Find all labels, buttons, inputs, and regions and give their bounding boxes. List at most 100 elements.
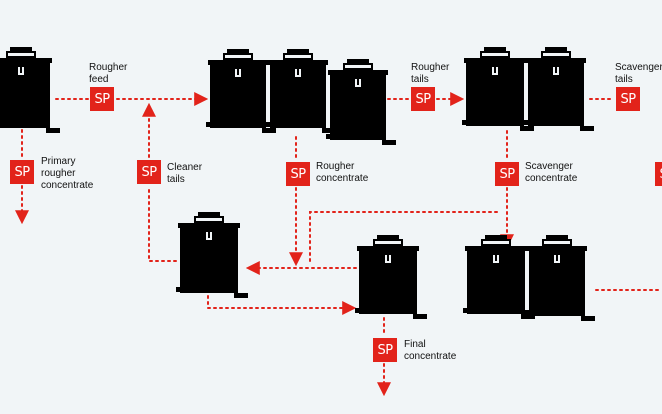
tank-lid	[328, 70, 388, 75]
tank-outlet	[176, 287, 182, 292]
label-primary-rougher-concentrate: Primary rougher concentrate	[41, 156, 94, 191]
label-final-concentrate: Final concentrate	[404, 339, 457, 362]
tank-outlet	[326, 134, 332, 139]
tank-lid	[527, 246, 587, 251]
tank-cap	[545, 47, 567, 51]
sp-final-concentrate: SP	[373, 338, 397, 362]
tank-body	[0, 63, 50, 128]
sp-rougher-tails: SP	[411, 87, 435, 111]
tank-discharge	[46, 128, 60, 133]
tank-cap-housing	[542, 239, 572, 246]
tank-notch	[492, 67, 498, 75]
tank-discharge	[580, 126, 594, 131]
rougher-tank-3	[326, 59, 396, 145]
rougher-tank-1	[206, 49, 276, 133]
tank-outlet	[355, 308, 361, 313]
tank-cap	[347, 59, 369, 63]
scavenger-cleaner-tank-1	[463, 235, 535, 319]
tank-notch	[295, 69, 301, 77]
label-scavenger-tails: Scavenger tails	[615, 62, 662, 85]
tank-lid	[208, 60, 268, 65]
tank-cap-housing	[373, 239, 403, 246]
tank-lid	[268, 60, 328, 65]
tank-lid	[357, 246, 419, 251]
label-scavenger-concentrate: Scavenger concentrate	[525, 161, 578, 184]
tank-lid	[178, 223, 240, 228]
tank-notch	[385, 255, 391, 263]
arrow-cleaner-to-final	[207, 289, 357, 315]
tank-cap-housing	[480, 51, 510, 58]
tank-cap	[484, 47, 506, 51]
tank-body	[330, 75, 386, 140]
tank-body	[270, 65, 326, 128]
tank-cap	[227, 49, 249, 53]
sp-cleaner-tails: SP	[137, 160, 161, 184]
tank-lid	[0, 58, 52, 63]
scavenger-cleaner-tank-2	[525, 235, 595, 321]
tank-cap-housing	[194, 216, 224, 223]
tank-body	[210, 65, 266, 128]
tank-outlet	[462, 120, 468, 125]
scavenger-tank-1	[462, 47, 534, 131]
cleaner-tank	[176, 212, 248, 298]
label-rougher-feed: Rougher feed	[89, 62, 128, 85]
sp-rougher-feed: SP	[90, 87, 114, 111]
tank-cap	[287, 49, 309, 53]
tank-notch	[235, 69, 241, 77]
tank-outlet	[463, 308, 469, 313]
tank-lid	[465, 246, 527, 251]
tank-lid	[526, 58, 586, 63]
tank-outlet	[524, 120, 530, 125]
scavenger-tank-2	[524, 47, 594, 131]
tank-outlet	[206, 122, 212, 127]
tank-cap	[546, 235, 568, 239]
tank-cap	[10, 47, 32, 51]
final-cleaner-tank	[355, 235, 427, 319]
rougher-tank-2	[266, 49, 336, 133]
tank-body	[467, 251, 525, 314]
tank-discharge	[234, 293, 248, 298]
arrow-recycle	[309, 211, 498, 263]
tank-cap-housing	[223, 53, 253, 60]
sp-scavenger-tails: SP	[616, 87, 640, 111]
tank-body	[180, 228, 238, 293]
label-rougher-tails: Rougher tails	[411, 62, 450, 85]
arrow-cleaner-to-tails	[148, 186, 177, 262]
tank-body	[359, 251, 417, 314]
tank-discharge	[322, 128, 336, 133]
tank-notch	[554, 255, 560, 263]
tank-discharge	[581, 316, 595, 321]
sp-scavenger-concentrate: SP	[495, 162, 519, 186]
tank-notch	[206, 232, 212, 240]
tank-cap-housing	[481, 239, 511, 246]
tank-cap-housing	[343, 63, 373, 70]
tank-outlet	[525, 310, 531, 315]
tank-notch	[355, 79, 361, 87]
tank-body	[529, 251, 585, 316]
tank-cap-housing	[6, 51, 36, 58]
tank-cap	[377, 235, 399, 239]
tank-notch	[18, 67, 24, 75]
label-rougher-concentrate: Rougher concentrate	[316, 161, 369, 184]
tank-discharge	[521, 314, 535, 319]
sp-primary-rougher-concentrate: SP	[10, 160, 34, 184]
tank-notch	[553, 67, 559, 75]
label-cleaner-tails: Cleaner tails	[167, 162, 203, 185]
tank-cap-housing	[541, 51, 571, 58]
sp-rougher-concentrate: SP	[286, 162, 310, 186]
tank-cap-housing	[283, 53, 313, 60]
tank-outlet	[266, 122, 272, 127]
sp-scavenger-edge: SP	[655, 162, 662, 186]
tank-discharge	[382, 140, 396, 145]
primary-rougher-tank	[0, 47, 60, 133]
tank-lid	[464, 58, 526, 63]
tank-discharge	[520, 126, 534, 131]
tank-body	[528, 63, 584, 126]
tank-cap	[485, 235, 507, 239]
tank-notch	[493, 255, 499, 263]
tank-body	[466, 63, 524, 126]
tank-discharge	[262, 128, 276, 133]
tank-discharge	[413, 314, 427, 319]
